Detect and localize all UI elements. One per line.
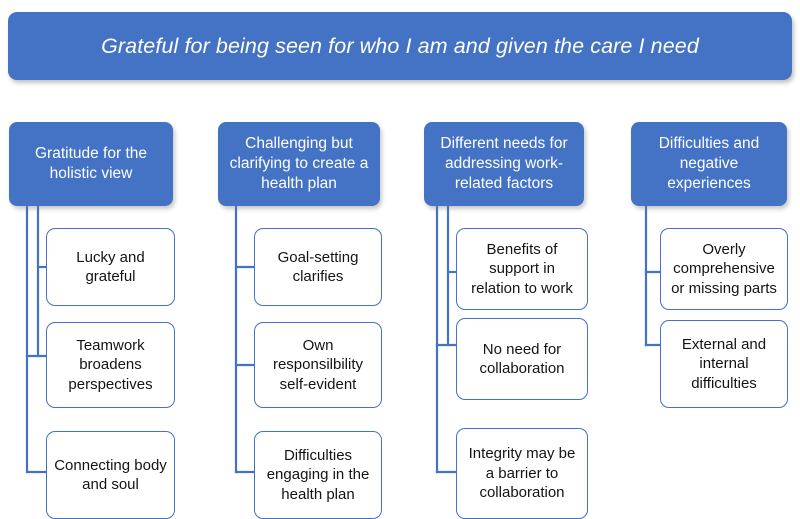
category-label-3: Different needs for addressing work-rela… [440,134,568,193]
sub-label-2-3: Difficulties engaging in the health plan [266,446,370,503]
sub-label-1-2: Teamwork broadens perspectives [68,336,153,393]
category-label-2: Challenging but clarifying to create a h… [229,134,369,193]
sub-label-1-1: Lucky and grateful [76,248,145,286]
category-label-4: Difficulties and negative experiences [658,134,760,193]
sub-box-2-2[interactable]: Own responsilbility self-evident [254,322,382,408]
sub-label-3-2: No need for collaboration [479,340,565,378]
sub-box-2-1[interactable]: Goal-setting clarifies [254,228,382,306]
category-box-1[interactable]: Gratitude for the holistic view [9,122,173,206]
category-label-1: Gratitude for the holistic view [34,144,147,182]
diagram-banner[interactable]: Grateful for being seen for who I am and… [8,12,792,80]
sub-box-4-2[interactable]: External and internal difficulties [660,320,788,408]
category-box-4[interactable]: Difficulties and negative experiences [631,122,787,206]
sub-label-2-2: Own responsilbility self-evident [272,336,364,393]
sub-label-4-1: Overly comprehensive or missing parts [671,240,777,297]
sub-label-4-2: External and internal difficulties [681,335,767,392]
sub-box-1-2[interactable]: Teamwork broadens perspectives [46,322,175,408]
sub-box-3-1[interactable]: Benefits of support in relation to work [456,228,588,310]
sub-label-3-3: Integrity may be a barrier to collaborat… [468,445,576,502]
sub-box-1-3[interactable]: Connecting body and soul [46,431,175,519]
sub-box-4-1[interactable]: Overly comprehensive or missing parts [660,228,788,310]
sub-box-3-3[interactable]: Integrity may be a barrier to collaborat… [456,428,588,519]
sub-label-1-3: Connecting body and soul [54,456,167,494]
sub-box-3-2[interactable]: No need for collaboration [456,318,588,400]
banner-title: Grateful for being seen for who I am and… [101,33,699,58]
sub-label-3-1: Benefits of support in relation to work [471,240,573,297]
sub-box-2-3[interactable]: Difficulties engaging in the health plan [254,431,382,519]
category-box-2[interactable]: Challenging but clarifying to create a h… [218,122,380,206]
category-box-3[interactable]: Different needs for addressing work-rela… [424,122,584,206]
sub-label-2-1: Goal-setting clarifies [277,248,359,286]
sub-box-1-1[interactable]: Lucky and grateful [46,228,175,306]
